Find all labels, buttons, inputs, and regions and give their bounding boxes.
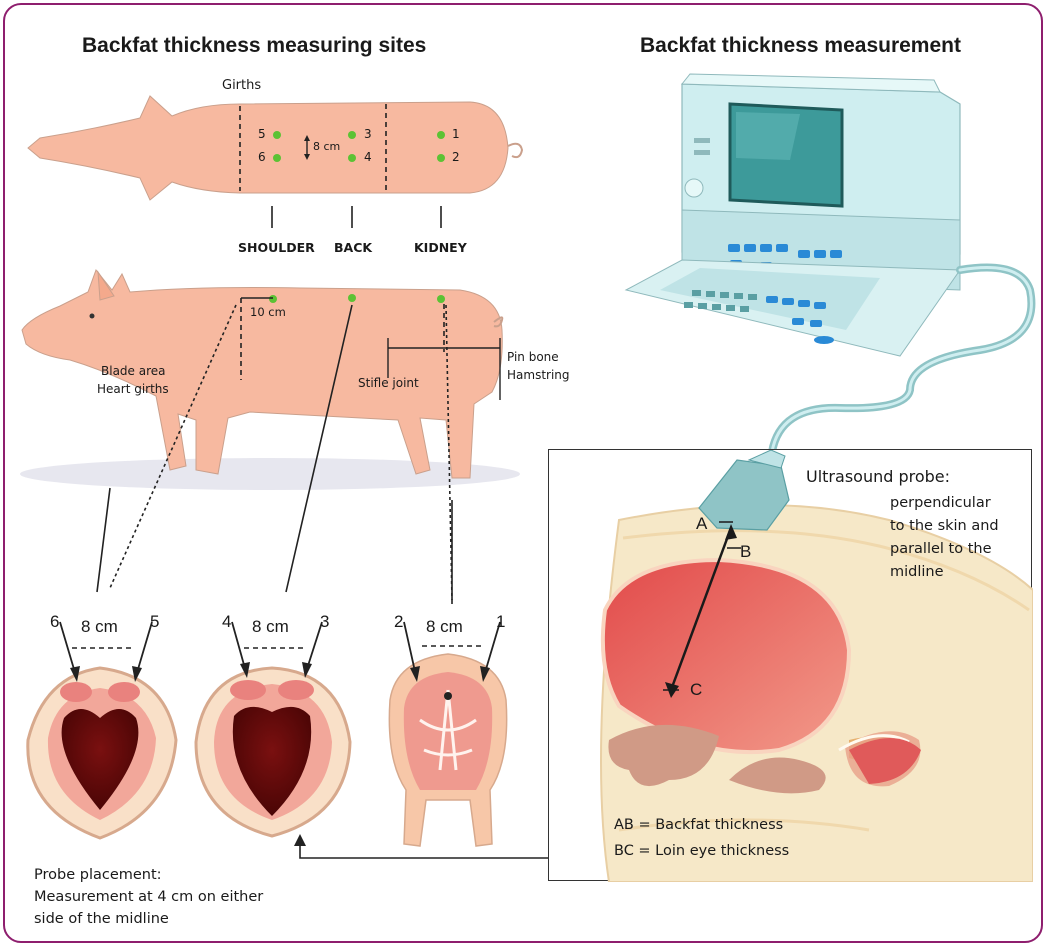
probe-description: perpendicular to the skin and parallel t… bbox=[890, 492, 999, 584]
probe-title: Ultrasound probe: bbox=[806, 466, 950, 488]
right-title: Backfat thickness measurement bbox=[640, 34, 961, 58]
cs3-right-label: 1 bbox=[496, 612, 505, 632]
blade-area-label: Blade area bbox=[101, 364, 166, 378]
probe-note-line1: Probe placement: bbox=[34, 864, 263, 886]
point-4: 4 bbox=[364, 150, 372, 164]
ultrasound-machine bbox=[626, 74, 960, 356]
side-view-pig bbox=[22, 270, 502, 478]
ab-definition: AB = Backfat thickness bbox=[614, 814, 783, 836]
pig-eye bbox=[90, 314, 95, 319]
cs2-distance: 8 cm bbox=[252, 617, 289, 637]
girths-label: Girths bbox=[222, 78, 261, 93]
probe-desc-1: perpendicular bbox=[890, 492, 999, 515]
side-pig-body bbox=[22, 270, 502, 478]
pin-bone-label: Pin bone bbox=[507, 350, 559, 364]
cs1-distance: 8 cm bbox=[81, 617, 118, 637]
cross-section-shoulder bbox=[28, 668, 176, 838]
side-distance-label: 10 cm bbox=[250, 305, 286, 319]
point-b-label: B bbox=[740, 542, 751, 562]
top-pig-body bbox=[28, 96, 508, 200]
cs2-right-label: 3 bbox=[320, 612, 329, 632]
probe-placement-note: Probe placement: Measurement at 4 cm on … bbox=[34, 864, 263, 930]
site-back: BACK bbox=[334, 240, 372, 255]
heart-girths-label: Heart girths bbox=[97, 382, 169, 396]
point-5: 5 bbox=[258, 127, 266, 141]
point-c-label: C bbox=[690, 680, 702, 700]
ground-shadow bbox=[20, 458, 520, 490]
probe-desc-4: midline bbox=[890, 561, 999, 584]
probe-desc-2: to the skin and bbox=[890, 515, 999, 538]
cs1-left-label: 6 bbox=[50, 612, 59, 632]
hamstring-label: Hamstring bbox=[507, 368, 570, 382]
probe-note-line3: side of the midline bbox=[34, 908, 263, 930]
cs2-left-label: 4 bbox=[222, 612, 231, 632]
side-pig-ear bbox=[98, 272, 114, 300]
point-3: 3 bbox=[364, 127, 372, 141]
cs3-left-label: 2 bbox=[394, 612, 403, 632]
cross-section-back bbox=[196, 668, 350, 836]
top-view-pig bbox=[28, 96, 522, 200]
top-distance-label: 8 cm bbox=[313, 140, 340, 153]
probe-note-line2: Measurement at 4 cm on either bbox=[34, 886, 263, 908]
cs1-right-label: 5 bbox=[150, 612, 159, 632]
point-1: 1 bbox=[452, 127, 460, 141]
cs3-distance: 8 cm bbox=[426, 617, 463, 637]
stifle-joint-label: Stifle joint bbox=[358, 376, 419, 390]
point-2: 2 bbox=[452, 150, 460, 164]
left-title: Backfat thickness measuring sites bbox=[82, 34, 426, 58]
cross-section-kidney bbox=[389, 654, 506, 846]
bc-definition: BC = Loin eye thickness bbox=[614, 840, 789, 862]
point-a-label: A bbox=[696, 514, 707, 534]
site-kidney: KIDNEY bbox=[414, 240, 467, 255]
point-6: 6 bbox=[258, 150, 266, 164]
top-pig-tail bbox=[508, 144, 522, 157]
site-shoulder: SHOULDER bbox=[238, 240, 315, 255]
probe-desc-3: parallel to the bbox=[890, 538, 999, 561]
